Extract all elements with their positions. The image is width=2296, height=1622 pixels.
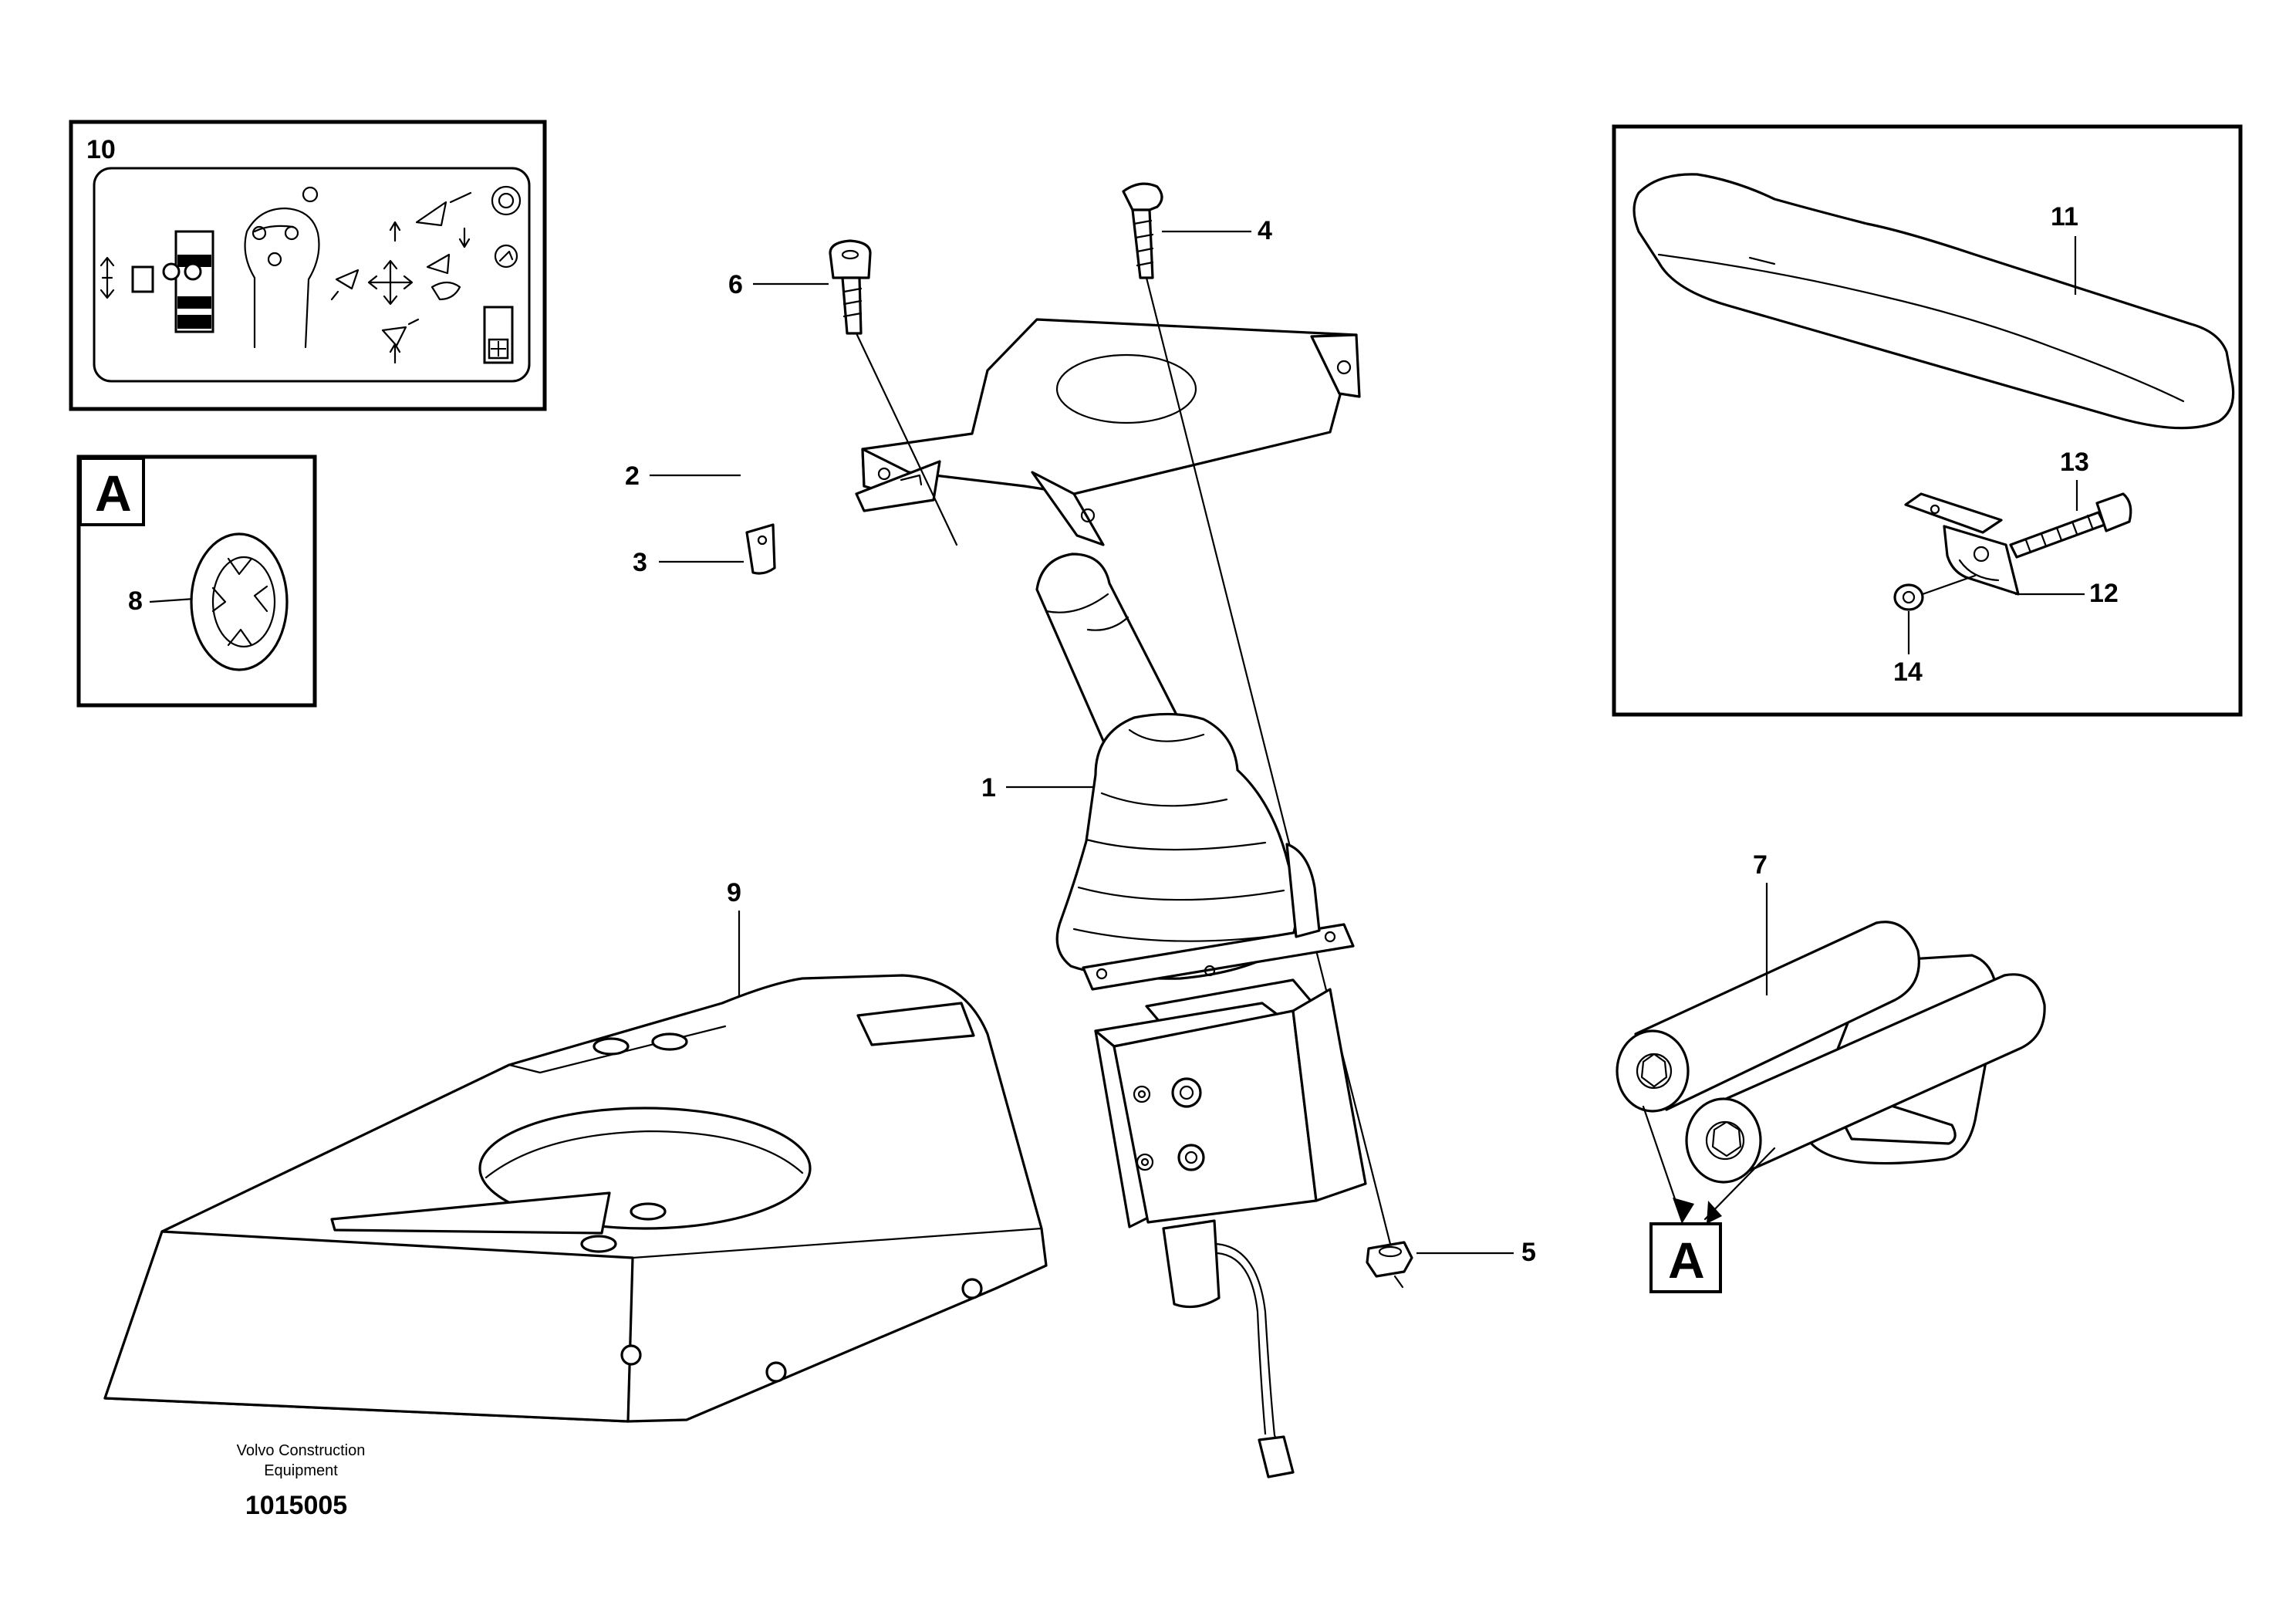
lock-washer-icon (190, 532, 289, 671)
horn-icon (491, 185, 522, 269)
detail-a-letter: A (95, 465, 132, 522)
four-way-arrow-icon (367, 259, 414, 306)
label-2: 2 (625, 461, 640, 491)
label-9: 9 (727, 878, 741, 907)
label-12: 12 (2089, 579, 2119, 608)
lever-pictogram-icon (244, 186, 320, 349)
detail-a-box: A 8 (76, 454, 317, 708)
arrow-down-icon (458, 227, 471, 248)
drawing-number: 1015005 (245, 1491, 347, 1520)
footer-company-line1: Volvo Construction (237, 1442, 366, 1459)
label-3: 3 (633, 548, 647, 577)
label-7: 7 (1753, 850, 1768, 880)
label-1: 1 (981, 773, 996, 803)
clip (745, 523, 776, 575)
label-14: 14 (1893, 657, 1923, 687)
rocker-switch-icon (162, 230, 214, 333)
label-10: 10 (86, 135, 116, 164)
screw-icon (829, 239, 958, 546)
mounting-plate (855, 318, 1361, 546)
arrow-up-icon (381, 318, 420, 364)
label-8: 8 (128, 586, 143, 616)
decal-detail-box: 10 (69, 120, 547, 411)
switch-icon (483, 306, 514, 364)
label-5: 5 (1521, 1238, 1536, 1267)
detail-a-reference: A (1668, 1232, 1705, 1289)
bucket-icon (415, 191, 472, 227)
armrest-rollers (1616, 921, 2046, 1184)
armrest-detail-box: 11 13 12 14 (1612, 124, 2243, 717)
bucket-icon (330, 269, 360, 301)
screw-icon (1122, 182, 1395, 1258)
arrow-up-icon (389, 221, 401, 242)
joystick (1035, 552, 1367, 1478)
label-6: 6 (728, 270, 743, 299)
bracket (1904, 492, 2020, 596)
bucket-icon (426, 253, 461, 301)
footer-company-line2: Equipment (264, 1462, 338, 1479)
label-11: 11 (2051, 202, 2078, 231)
nut-icon (1366, 1241, 1413, 1289)
switch-off-icon (131, 265, 154, 293)
nut-icon (1893, 574, 1977, 611)
label-4: 4 (1258, 216, 1272, 245)
arrow-up-down-icon (100, 256, 115, 299)
label-13: 13 (2060, 448, 2089, 477)
armrest-cushion (1633, 173, 2235, 430)
bolt (2009, 492, 2132, 559)
console-cover (103, 974, 1048, 1423)
